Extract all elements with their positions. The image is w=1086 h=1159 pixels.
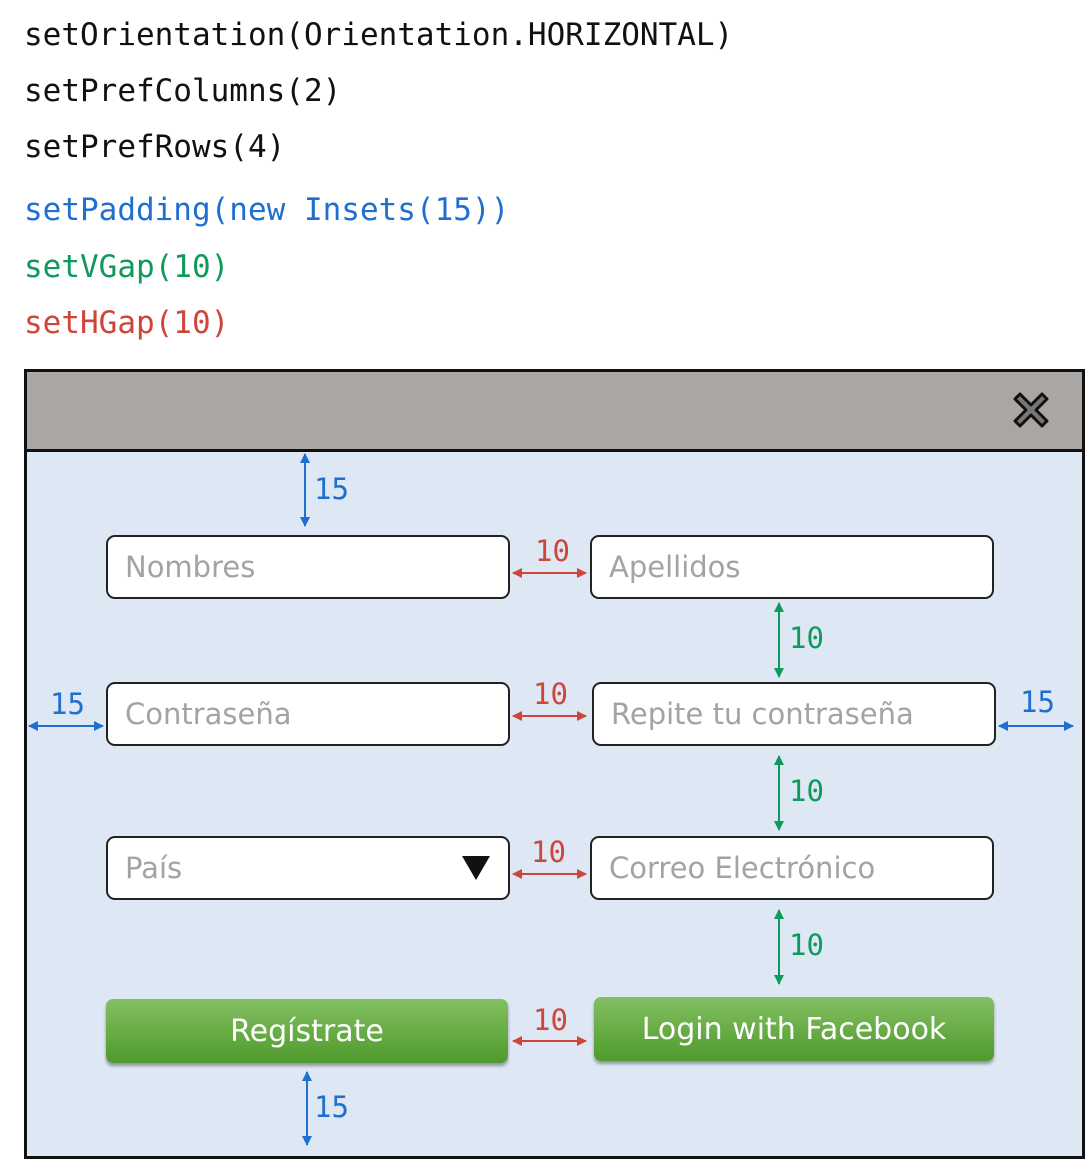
code-line-vgap: setVGap(10): [24, 249, 230, 285]
apellidos-placeholder: Apellidos: [609, 550, 741, 584]
code-line-orientation: setOrientation(Orientation.HORIZONTAL): [24, 17, 734, 53]
padding-right-label: 15: [1020, 685, 1055, 719]
nombres-placeholder: Nombres: [125, 550, 256, 584]
hgap-label-3: 10: [531, 835, 566, 869]
close-icon[interactable]: [1009, 388, 1053, 432]
vgap-label-2: 10: [789, 774, 824, 808]
apellidos-field[interactable]: Apellidos: [590, 535, 994, 599]
vgap-label-1: 10: [789, 621, 824, 655]
hgap-label-4: 10: [533, 1003, 568, 1037]
code-line-pref-columns: setPrefColumns(2): [24, 73, 342, 109]
window-titlebar: [27, 372, 1082, 452]
contrasena-field[interactable]: Contraseña: [106, 682, 510, 746]
padding-left-label: 15: [50, 687, 85, 721]
pais-select[interactable]: País: [106, 836, 510, 900]
facebook-login-label: Login with Facebook: [641, 1011, 947, 1047]
nombres-field[interactable]: Nombres: [106, 535, 510, 599]
dropdown-arrow-icon[interactable]: [462, 856, 490, 880]
correo-placeholder: Correo Electrónico: [609, 851, 876, 885]
register-button-label: Regístrate: [230, 1013, 384, 1049]
code-line-pref-rows: setPrefRows(4): [24, 129, 286, 165]
padding-bottom-label: 15: [314, 1090, 349, 1124]
code-line-hgap: setHGap(10): [24, 305, 230, 341]
hgap-label-1: 10: [535, 534, 570, 568]
facebook-login-button[interactable]: Login with Facebook: [594, 997, 994, 1061]
contrasena-placeholder: Contraseña: [125, 697, 292, 731]
pais-placeholder: País: [125, 851, 183, 885]
code-line-padding: setPadding(new Insets(15)): [24, 192, 510, 228]
register-button[interactable]: Regístrate: [106, 999, 508, 1063]
hgap-label-2: 10: [533, 677, 568, 711]
repite-contrasena-placeholder: Repite tu contraseña: [611, 697, 914, 731]
correo-field[interactable]: Correo Electrónico: [590, 836, 994, 900]
repite-contrasena-field[interactable]: Repite tu contraseña: [592, 682, 996, 746]
padding-top-label: 15: [314, 472, 349, 506]
vgap-label-3: 10: [789, 928, 824, 962]
